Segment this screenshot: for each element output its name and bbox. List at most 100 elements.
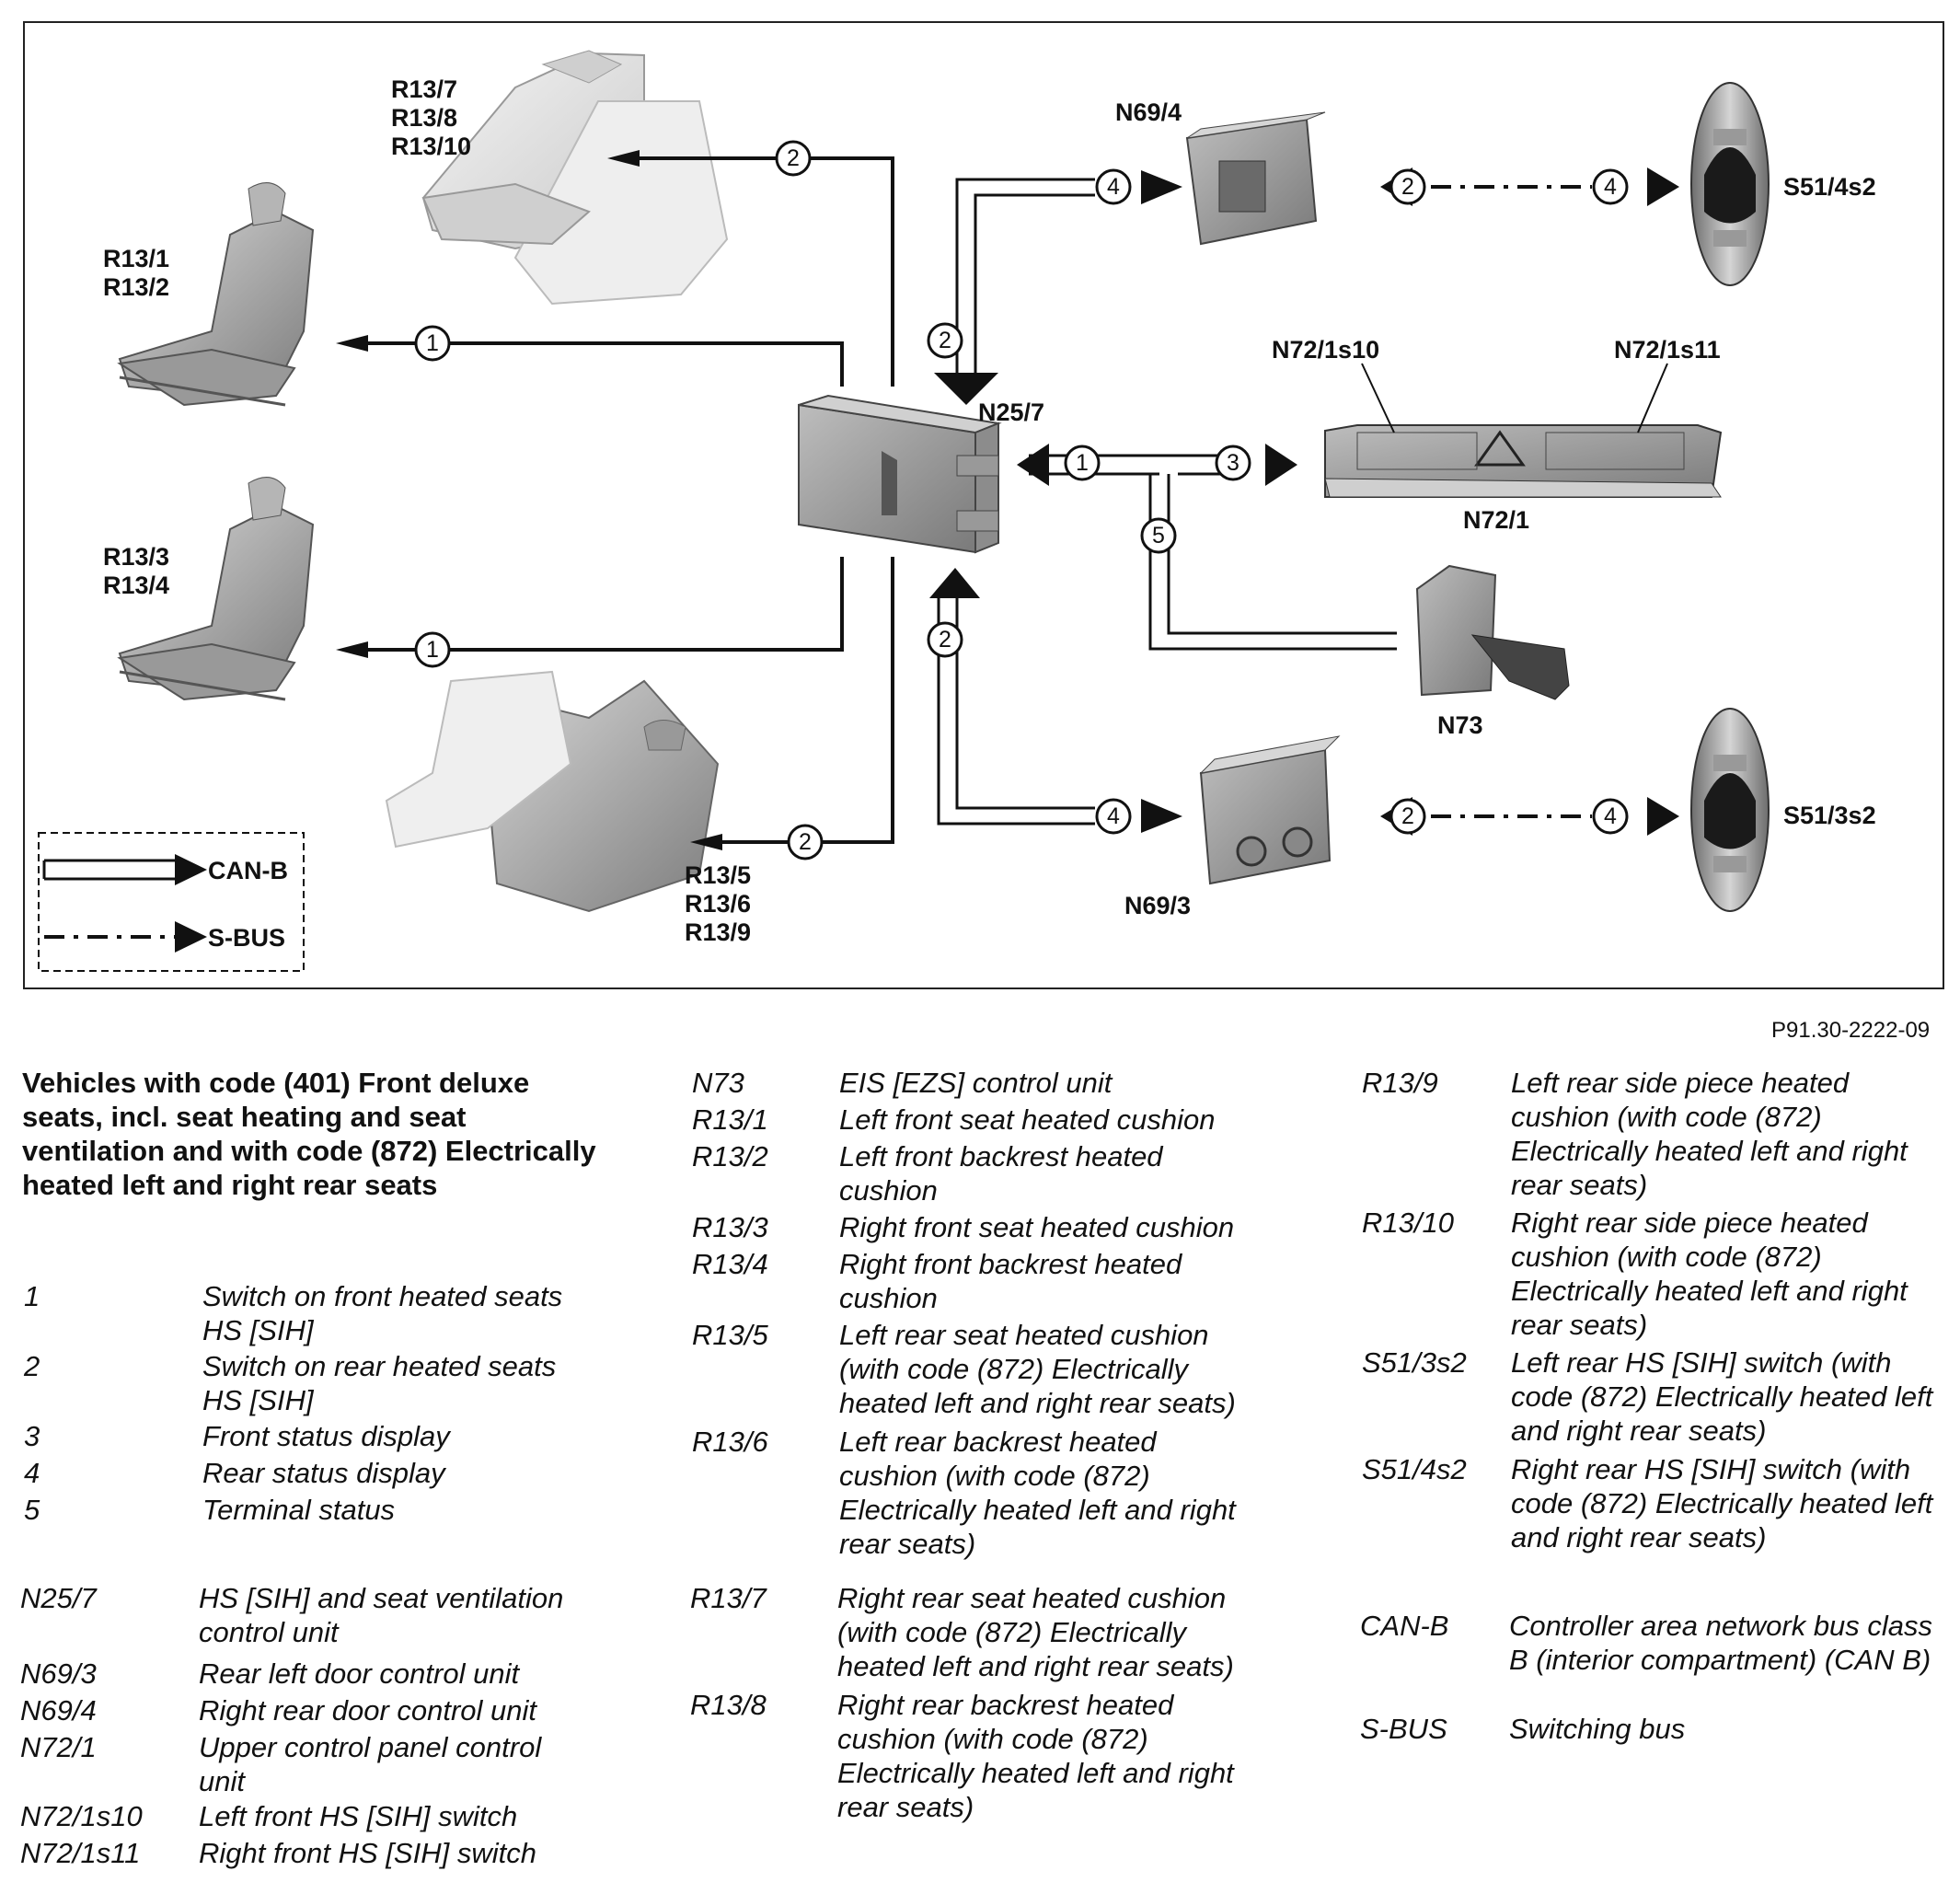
- label-r13-6: R13/6: [685, 890, 751, 918]
- front-seat-right-image: [117, 477, 315, 701]
- label-r13-8: R13/8: [391, 104, 457, 132]
- legend-key: N69/3: [20, 1657, 97, 1690]
- legend-key: N69/4: [20, 1694, 97, 1727]
- arrow-right-to-n72-1-icon: [1265, 444, 1297, 486]
- legend-text: Left rear seat heated cushion (with code…: [839, 1319, 1236, 1419]
- arrow-right-to-n69-4-icon: [1141, 170, 1182, 204]
- legend-key: R13/7: [690, 1582, 767, 1614]
- legend-text: Switch on front heated seats HS [SIH]: [202, 1280, 563, 1346]
- legend-key: N72/1s11: [20, 1837, 141, 1869]
- marker-2-lower: 2: [939, 627, 951, 653]
- legend-text: Left rear HS [SIH] switch (with code (87…: [1511, 1346, 1933, 1447]
- legend-text: Switching bus: [1509, 1713, 1686, 1745]
- marker-3-hub: 3: [1227, 450, 1239, 476]
- rear-seat-top-image: [421, 50, 729, 306]
- legend-text: Switch on rear heated seats HS [SIH]: [202, 1350, 557, 1416]
- legend-text: Right rear door control unit: [199, 1694, 537, 1727]
- label-n72-1s10: N72/1s10: [1272, 336, 1379, 364]
- legend-text: Upper control panel control unit: [199, 1731, 542, 1797]
- arrow-to-rear-seat-bottom-icon: [690, 834, 722, 850]
- wiring-diagram: 2 2 1 3 5 4 4 2 4 2: [23, 21, 1944, 989]
- label-r13-2: R13/2: [103, 273, 169, 301]
- sbus-arrow-right-upper-icon: [1647, 167, 1679, 206]
- legend-key: R13/4: [692, 1248, 768, 1280]
- legend-text: Right rear backrest heated cushion (with…: [837, 1689, 1234, 1823]
- legend-key: CAN-B: [1360, 1610, 1449, 1642]
- legend-text: Right rear seat heated cushion (with cod…: [837, 1582, 1234, 1682]
- sbus-marker-2-upper: 2: [1401, 174, 1414, 200]
- marker-1-front-left: 1: [426, 330, 439, 356]
- label-n69-4: N69/4: [1115, 98, 1182, 126]
- legend-heading: Vehicles with code (401) Front deluxe se…: [22, 1067, 596, 1201]
- n72-1-control-panel-image: [1324, 424, 1723, 498]
- legend-text: Right front backrest heated cushion: [839, 1248, 1182, 1314]
- label-s51-3s2: S51/3s2: [1783, 802, 1876, 829]
- label-n73: N73: [1437, 711, 1483, 739]
- label-r13-7: R13/7: [391, 75, 457, 103]
- marker-1-hub: 1: [1076, 450, 1089, 476]
- arrow-up-to-n25-7-icon: [929, 568, 980, 598]
- legend-key: S51/4s2: [1362, 1453, 1467, 1485]
- label-n72-1s11: N72/1s11: [1614, 336, 1721, 364]
- legend-text: Rear left door control unit: [199, 1657, 520, 1690]
- marker-4-n69-3: 4: [1107, 803, 1120, 829]
- legend-key: N25/7: [20, 1582, 97, 1614]
- label-n72-1: N72/1: [1463, 506, 1529, 534]
- front-seat-left-image: [117, 182, 315, 407]
- marker-2-upper: 2: [939, 328, 951, 353]
- legend-text: Left rear side piece heated cushion (wit…: [1511, 1067, 1908, 1201]
- legend-key: R13/2: [692, 1140, 768, 1172]
- s51-3s2-switch-image: [1690, 708, 1770, 912]
- legend-key: R13/6: [692, 1426, 768, 1458]
- marker-1-front-right: 1: [426, 637, 439, 663]
- sbus-marker-2-lower: 2: [1401, 803, 1414, 829]
- rear-seat-bottom-image: [385, 670, 720, 913]
- sbus-marker-4-lower: 4: [1604, 803, 1617, 829]
- can-b-arrow-icon: [175, 854, 207, 885]
- legend-key: R13/10: [1362, 1207, 1454, 1239]
- legend-text: Terminal status: [202, 1494, 396, 1526]
- legend-text: Left front HS [SIH] switch: [199, 1800, 518, 1832]
- legend-text: Rear status display: [202, 1457, 445, 1489]
- legend-text: Right rear side piece heated cushion (wi…: [1511, 1207, 1908, 1341]
- arrow-to-front-seat-left-icon: [336, 335, 368, 352]
- label-r13-4: R13/4: [103, 572, 169, 599]
- label-s51-4s2: S51/4s2: [1783, 173, 1876, 201]
- legend-key: 4: [24, 1457, 40, 1489]
- n25-7-control-unit-image: [798, 394, 1002, 554]
- legend-key: 2: [24, 1350, 40, 1382]
- label-r13-1: R13/1: [103, 245, 169, 272]
- legend-key: N72/1: [20, 1731, 97, 1763]
- marker-2-rear-top: 2: [787, 145, 800, 171]
- label-r13-5: R13/5: [685, 861, 751, 889]
- legend-text: Right front seat heated cushion: [839, 1211, 1235, 1243]
- arrow-right-to-n69-3-icon: [1141, 799, 1182, 833]
- legend-text: Left front seat heated cushion: [839, 1103, 1216, 1136]
- arrow-to-rear-seat-top-icon: [607, 150, 640, 167]
- label-r13-10: R13/10: [391, 133, 471, 160]
- figure-id: P91.30-2222-09: [1771, 1018, 1931, 1043]
- legend-text: EIS [EZS] control unit: [839, 1067, 1113, 1099]
- marker-5-hub: 5: [1152, 523, 1165, 549]
- legend-text: Right rear HS [SIH] switch (with code (8…: [1511, 1453, 1933, 1553]
- legend-key: S51/3s2: [1362, 1346, 1467, 1379]
- legend-key: 5: [24, 1494, 40, 1526]
- legend-key: N73: [692, 1067, 744, 1099]
- legend-key: S-BUS: [1360, 1713, 1447, 1745]
- legend-text: Left rear backrest heated cushion (with …: [839, 1426, 1236, 1560]
- legend-key: R13/1: [692, 1103, 768, 1136]
- n69-4-door-control-unit-image: [1185, 111, 1326, 246]
- bus-legend: CAN-B S-BUS: [38, 832, 305, 972]
- legend-key: N72/1s10: [20, 1800, 143, 1832]
- legend-text: Front status display: [202, 1420, 450, 1452]
- legend-text: Controller area network bus class B (int…: [1509, 1610, 1933, 1676]
- diagram-frame: [23, 21, 1944, 989]
- legend-text: Left front backrest heated cushion: [839, 1140, 1163, 1207]
- legend-key: R13/3: [692, 1211, 768, 1243]
- legend-key: R13/5: [692, 1319, 768, 1351]
- legend-text: Right front HS [SIH] switch: [199, 1837, 536, 1869]
- legend-key: 1: [24, 1280, 40, 1312]
- sbus-arrow-right-lower-icon: [1647, 797, 1679, 836]
- s51-4s2-switch-image: [1690, 82, 1770, 286]
- wire-markers: 2 2 1 3 5 4 4: [927, 168, 1251, 835]
